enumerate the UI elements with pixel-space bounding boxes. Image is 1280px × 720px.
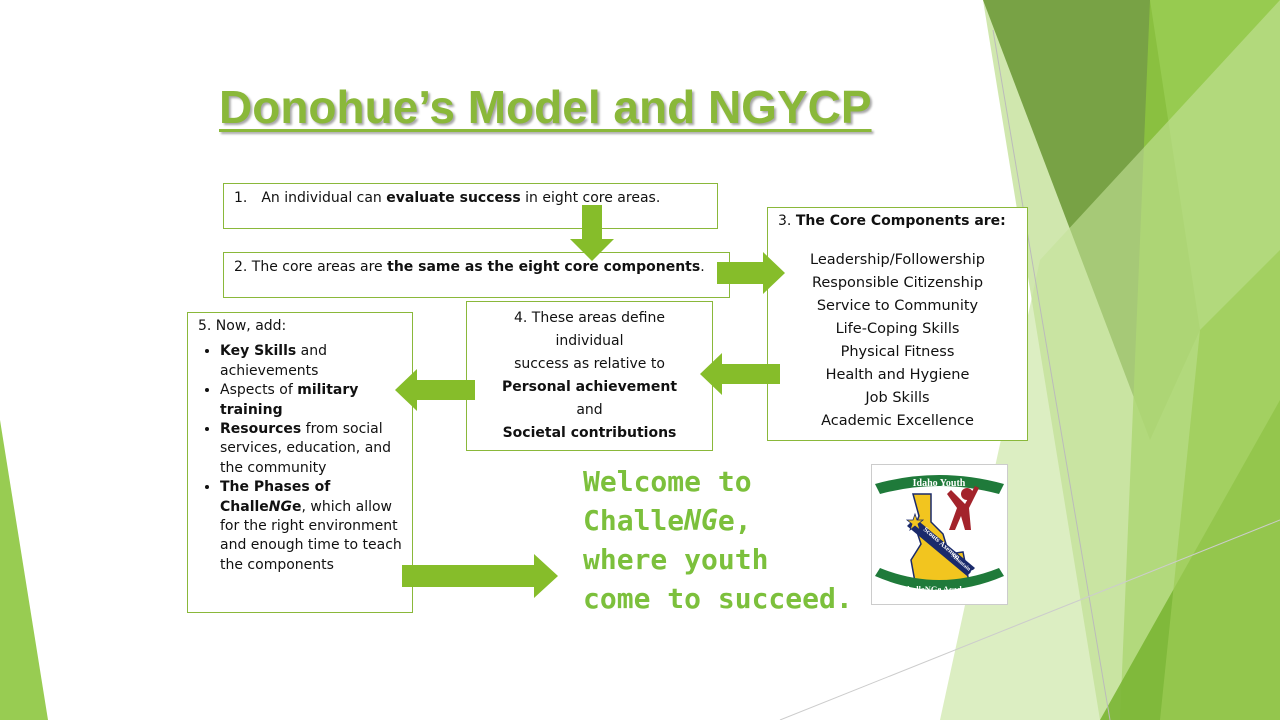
component-item: Health and Hygiene	[825, 367, 970, 383]
list-item: Aspects of military training	[220, 381, 402, 420]
left-arrow-to-step-4	[700, 353, 780, 395]
idaho-youth-challenge-logo: Idaho Youth Scouts Axemen Mountain Gems …	[871, 464, 1008, 605]
logo-bottom-text: ChalleNGe Academy	[901, 584, 978, 594]
step-1-pre: An individual can	[261, 190, 387, 206]
step-4-bold-line: Personal achievement	[473, 376, 706, 399]
list-item-bold: e	[292, 498, 302, 515]
step-4-line: 4. These areas define	[514, 310, 665, 326]
list-item: The Phases of ChalleNGe, which allow for…	[220, 478, 402, 575]
list-item: Key Skills and achievements	[220, 342, 402, 381]
welcome-line: e,	[717, 504, 752, 537]
step-5-box: 5. Now, add: Key Skills and achievements…	[187, 312, 413, 613]
list-item-bold: Resources	[220, 421, 302, 438]
component-item: Job Skills	[865, 390, 930, 406]
component-item: Physical Fitness	[840, 344, 955, 360]
step-2-bold: the same as the eight core components	[387, 259, 701, 275]
component-item: Leadership/Followership	[810, 252, 985, 268]
slide-title: Donohue’s Model and NGYCP	[219, 81, 872, 133]
list-item-text: and achievements	[220, 343, 328, 379]
right-arrow-to-components	[717, 252, 785, 294]
step-4-box: 4. These areas define individual success…	[466, 301, 713, 451]
list-item-text: Aspects of	[220, 382, 298, 399]
welcome-line: Challe	[583, 504, 685, 537]
step-5-heading: 5. Now, add:	[198, 318, 287, 334]
step-4-line: success as relative to	[514, 356, 665, 372]
step-1-box: 1. An individual can evaluate success in …	[223, 183, 718, 229]
step-1-bold: evaluate success	[386, 190, 521, 206]
logo-top-text: Idaho Youth	[913, 478, 966, 489]
list-item-text: from social services, education, and the…	[220, 421, 392, 476]
list-item-bold: The Phases of Challe	[220, 479, 331, 515]
list-item-bold: military training	[220, 382, 359, 418]
left-arrow-to-step-5	[395, 369, 475, 411]
step-3-number: 3.	[778, 213, 792, 229]
step-5-list: Key Skills and achievements Aspects of m…	[198, 342, 402, 575]
welcome-line-italic: NG	[684, 504, 718, 537]
welcome-message: Welcome to ChalleNGe, where youth come t…	[583, 462, 853, 618]
personal-achievement-text: Personal achievement	[501, 379, 678, 395]
component-item: Life-Coping Skills	[835, 321, 960, 337]
component-item: Responsible Citizenship	[811, 275, 984, 291]
down-arrow	[570, 205, 614, 261]
right-arrow-to-welcome	[402, 554, 558, 598]
step-2-box: 2. The core areas are the same as the ei…	[223, 252, 730, 298]
list-item-bold: Key Skills	[220, 343, 297, 360]
step-1-post: in eight core areas.	[520, 190, 661, 206]
welcome-line: come to succeed.	[583, 582, 853, 615]
step-3-heading: 3. The Core Components are:	[778, 212, 1017, 231]
step-4-bold-line: Societal contributions	[473, 422, 706, 445]
component-item: Academic Excellence	[821, 413, 974, 429]
step-1-number: 1.	[234, 190, 248, 206]
step-2-post: .	[700, 259, 705, 275]
step-2-pre: 2. The core areas are	[234, 259, 388, 275]
step-4-line: individual	[555, 333, 624, 349]
step-4-line: and	[576, 402, 603, 418]
list-item-text: , which allow for the right environment …	[220, 498, 402, 573]
societal-contributions-text: Societal contributions	[502, 425, 677, 441]
welcome-line: Welcome to	[583, 465, 752, 498]
step-3-box: 3. The Core Components are: Leadership/F…	[767, 207, 1028, 441]
welcome-line: where youth	[583, 543, 769, 576]
list-item-bold-italic: NG	[268, 498, 292, 515]
component-item: Service to Community	[816, 298, 979, 314]
list-item: Resources from social services, educatio…	[220, 420, 402, 478]
step-3-heading-text: The Core Components are:	[795, 213, 1006, 229]
